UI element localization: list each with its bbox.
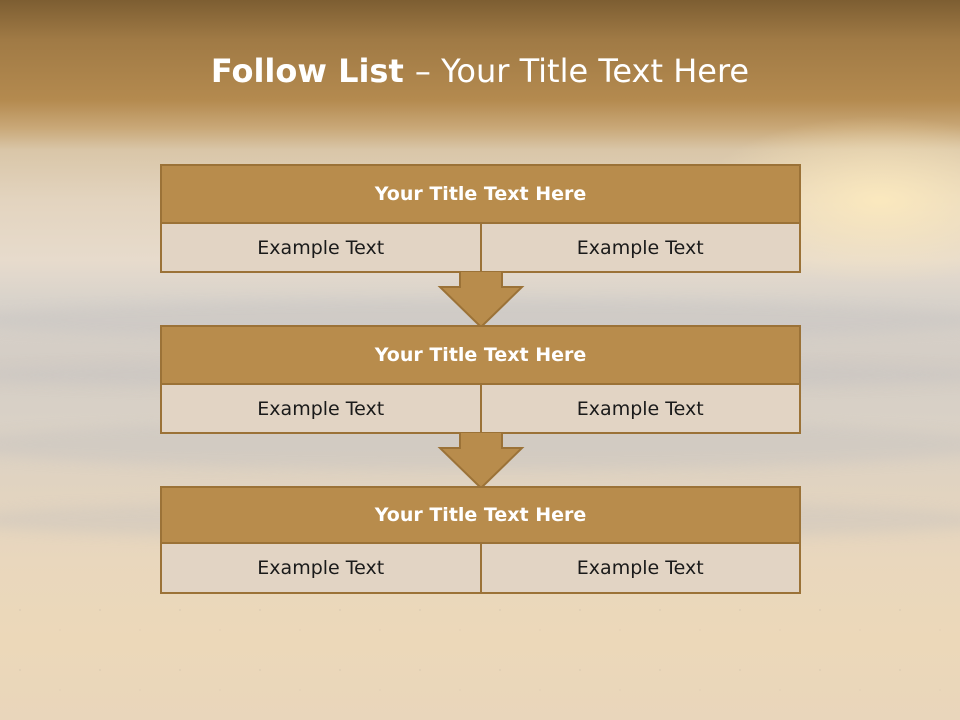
step-title: Your Title Text Here [162,488,799,544]
step-row: Example Text Example Text [162,224,799,271]
step-box-1: Your Title Text Here Example Text Exampl… [160,164,801,273]
step-title: Your Title Text Here [162,166,799,224]
down-arrow-icon [437,432,525,490]
down-arrow-icon [437,271,525,329]
step-row: Example Text Example Text [162,544,799,592]
step-row: Example Text Example Text [162,385,799,432]
slide-title: Follow List – Your Title Text Here [0,52,960,90]
step-box-3: Your Title Text Here Example Text Exampl… [160,486,801,594]
slide-title-bold: Follow List [210,52,415,90]
step-cell-left: Example Text [162,224,480,271]
step-box-2: Your Title Text Here Example Text Exampl… [160,325,801,434]
step-title: Your Title Text Here [162,327,799,385]
sand-texture [0,590,960,720]
step-cell-right: Example Text [479,385,799,432]
step-cell-left: Example Text [162,385,480,432]
slide-title-rest: – Your Title Text Here [414,52,750,90]
step-cell-right: Example Text [479,224,799,271]
step-cell-left: Example Text [162,544,480,592]
step-cell-right: Example Text [479,544,799,592]
